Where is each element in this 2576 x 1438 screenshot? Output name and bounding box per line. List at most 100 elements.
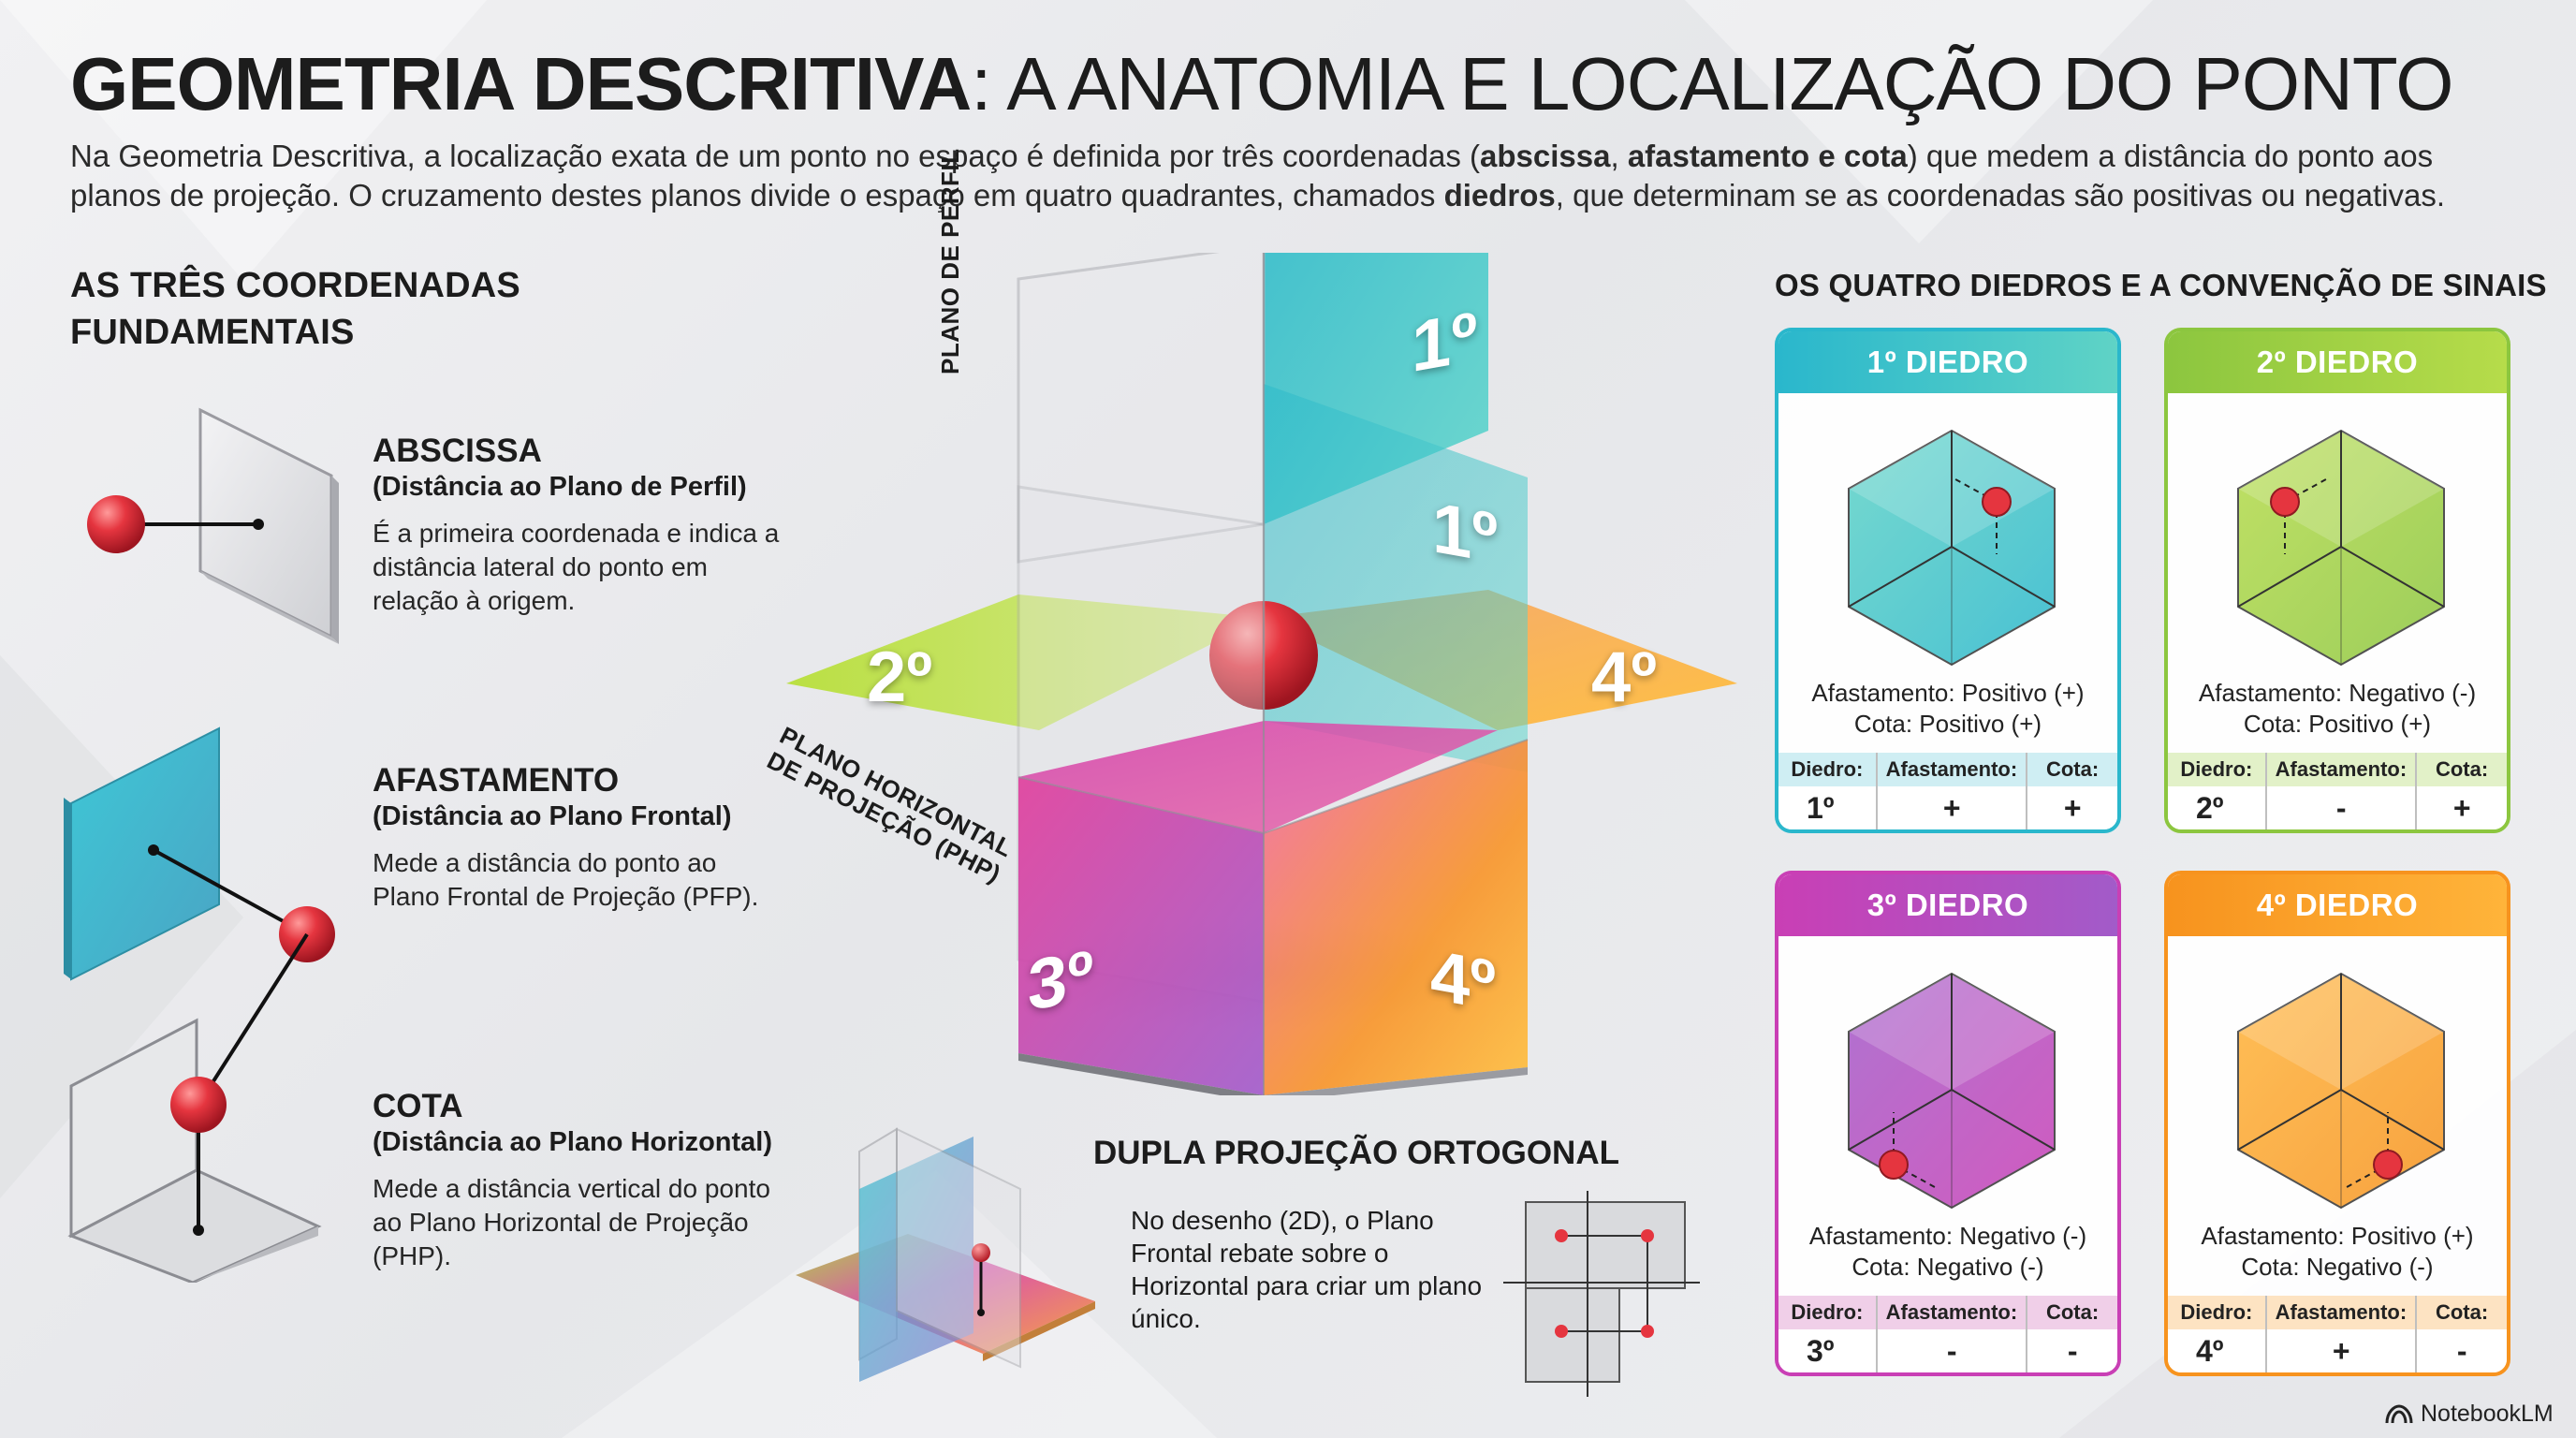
intro-text: , que determinam se as coordenadas são p… (1555, 178, 2446, 213)
double-projection-illustration (796, 1127, 1095, 1382)
dihedron-cota-text: Cota: Positivo (+) (2243, 710, 2432, 738)
table-row: 1º++ (1778, 786, 2117, 829)
title-strong: GEOMETRIA DESCRITIVA (70, 42, 972, 125)
vertical-plane-q4 (1264, 740, 1528, 1095)
cota-title: COTA (373, 1088, 463, 1124)
abscissa-desc: É a primeira coordenada e indica a distâ… (373, 519, 780, 615)
table-header-diedro: Diedro: (1778, 1296, 1878, 1329)
intro-paragraph: Na Geometria Descritiva, a localização e… (70, 137, 2523, 215)
dihedron-afastamento-text: Afastamento: Positivo (+) (1811, 679, 2085, 707)
abscissa-title: ABSCISSA (373, 433, 542, 469)
table-row: 2º-+ (2168, 786, 2507, 829)
dihedron-card-1: 1º DIEDRO Afastamento: Positivo (+) Cota: … (1775, 328, 2121, 833)
dihedron-afastamento-text: Afastamento: Negativo (-) (2198, 679, 2477, 707)
horizontal-plane-q3-top (1018, 721, 1498, 833)
dihedral-planes-diagram (786, 253, 1737, 1095)
profile-plane-label: PLANO DE PERFIL (936, 148, 964, 374)
dihedron-afastamento-text: Afastamento: Positivo (+) (2201, 1222, 2474, 1250)
dihedron-point (2373, 1150, 2403, 1180)
table-cell-cota: - (2067, 1333, 2078, 1368)
table-header-afastamento: Afastamento: (2267, 1296, 2418, 1329)
afastamento-block: AFASTAMENTO (Distância ao Plano Frontal)… (373, 762, 784, 914)
dihedron-card-title: 4º DIEDRO (2168, 874, 2507, 936)
dihedron-point (2270, 487, 2300, 517)
table-cell-afast: + (1878, 786, 2028, 829)
cota-subtitle: (Distância ao Plano Horizontal) (373, 1127, 772, 1157)
dihedron-sign-table: Diedro:Afastamento: Cota: 4º+- (2168, 1296, 2507, 1372)
table-cell-diedro: 3º (1778, 1329, 1879, 1372)
label-q4-bottom: 4º (1430, 934, 1497, 1027)
table-header-row: Diedro:Afastamento:Cota: (1778, 753, 2117, 786)
cota-desc: Mede a distância vertical do ponto ao Pl… (373, 1174, 770, 1270)
table-cell-diedro: 4º (2168, 1329, 2268, 1372)
table-cell-cota: - (2456, 1333, 2467, 1368)
dihedron-afastamento-text: Afastamento: Negativo (-) (1808, 1222, 2087, 1250)
double-projection-desc: No desenho (2D), o Plano Frontal rebate … (1131, 1206, 1483, 1333)
table-header-afastamento: Afastamento: (2267, 753, 2418, 786)
dihedron-point (1982, 487, 2012, 517)
label-q2: 2º (867, 638, 933, 717)
table-header-row: Diedro:Afastamento: Cota: (1778, 1296, 2117, 1329)
intro-bold-term: diedros (1443, 178, 1556, 213)
cota-point (170, 1077, 227, 1133)
table-cell-diedro: 2º (2168, 786, 2268, 829)
cota-block: COTA (Distância ao Plano Horizontal) Med… (373, 1088, 784, 1273)
dihedron-sign-text: Afastamento: Negativo (-) Cota: Negativo … (1778, 1221, 2117, 1283)
dihedron-cube-icon (1848, 972, 2056, 1210)
table-header-row: Diedro:Afastamento: Cota: (2168, 1296, 2507, 1329)
table-row: 3º-- (1778, 1329, 2117, 1372)
table-cell-afast: - (2267, 786, 2418, 829)
notebooklm-icon (2385, 1403, 2413, 1423)
afastamento-cota-illustration (64, 726, 335, 1283)
epure-drawing (1503, 1191, 1700, 1397)
label-q1-mid: 1º (1432, 487, 1499, 580)
dihedron-cota-text: Cota: Negativo (-) (1852, 1253, 2044, 1281)
dihedron-cube-icon (1848, 429, 2056, 667)
dihedron-sign-text: Afastamento: Positivo (+) Cota: Positivo … (1778, 678, 2117, 740)
label-q1-top: 1º (1412, 296, 1478, 389)
dihedron-card-3: 3º DIEDRO Afastamento: Negativo (-) Cota: … (1775, 871, 2121, 1376)
dihedron-card-title: 2º DIEDRO (2168, 331, 2507, 393)
intro-text: Na Geometria Descritiva, a localização e… (70, 139, 1481, 173)
brand-name: NotebookLM (2421, 1401, 2554, 1427)
dihedron-cota-text: Cota: Negativo (-) (2241, 1253, 2434, 1281)
table-header-row: Diedro:Afastamento: Cota: (2168, 753, 2507, 786)
dihedron-sign-table: Diedro:Afastamento: Cota: 2º-+ (2168, 753, 2507, 829)
dihedron-sign-text: Afastamento: Positivo (+) Cota: Negativo … (2168, 1221, 2507, 1283)
dihedron-card-title: 1º DIEDRO (1778, 331, 2117, 393)
intro-text: , (1610, 139, 1628, 173)
dihedron-cube-icon (2237, 972, 2445, 1210)
table-header-cota: Cota: (2045, 1300, 2100, 1324)
title-rest: : A ANATOMIA E LOCALIZAÇÃO DO PONTO (971, 42, 2453, 125)
dihedron-card-4: 4º DIEDRO Afastamento: Positivo (+) Cota: … (2164, 871, 2510, 1376)
dihedron-sign-table: Diedro:Afastamento:Cota:3º-- (1778, 1296, 2117, 1372)
table-cell-cota: + (2063, 790, 2082, 825)
table-cell-cota: + (2452, 790, 2471, 825)
table-header-diedro: Diedro: (1778, 753, 1878, 786)
dihedron-card-2: 2º DIEDRO Afastamento: Negativo (-) Cota: … (2164, 328, 2510, 833)
intro-bold-term: abscissa (1480, 139, 1611, 173)
table-header-cota: Cota: (2435, 1300, 2489, 1324)
vertical-plane-q3 (1018, 777, 1264, 1095)
dihedron-sign-text: Afastamento: Negativo (-) Cota: Positivo … (2168, 678, 2507, 740)
table-cell-afast: - (1878, 1329, 2028, 1372)
afastamento-title: AFASTAMENTO (373, 762, 620, 799)
dihedron-point (1879, 1150, 1909, 1180)
frontal-plane-q1 (1264, 384, 1528, 772)
dihedron-cota-text: Cota: Positivo (+) (1853, 710, 2042, 738)
dihedron-sign-table: Diedro:Afastamento:Cota:1º++ (1778, 753, 2117, 829)
table-header-cota: Cota: (2435, 757, 2489, 781)
dihedron-card-title: 3º DIEDRO (1778, 874, 2117, 936)
table-row: 4º+- (2168, 1329, 2507, 1372)
table-header-afastamento: Afastamento: (1878, 1296, 2028, 1329)
dihedra-heading: OS QUATRO DIEDROS E A CONVENÇÃO DE SINAI… (1775, 268, 2547, 302)
abscissa-illustration (87, 407, 339, 644)
table-header-diedro: Diedro: (2168, 753, 2267, 786)
table-cell-diedro: 1º (1778, 786, 1879, 829)
double-projection-heading: DUPLA PROJEÇÃO ORTOGONAL (1093, 1135, 1619, 1171)
abscissa-block: ABSCISSA (Distância ao Plano de Perfil) … (373, 433, 784, 618)
afastamento-subtitle: (Distância ao Plano Frontal) (373, 801, 732, 831)
label-q3: 3º (1028, 934, 1094, 1027)
horizontal-plane-q2 (786, 594, 1264, 730)
table-header-diedro: Diedro: (2168, 1296, 2267, 1329)
